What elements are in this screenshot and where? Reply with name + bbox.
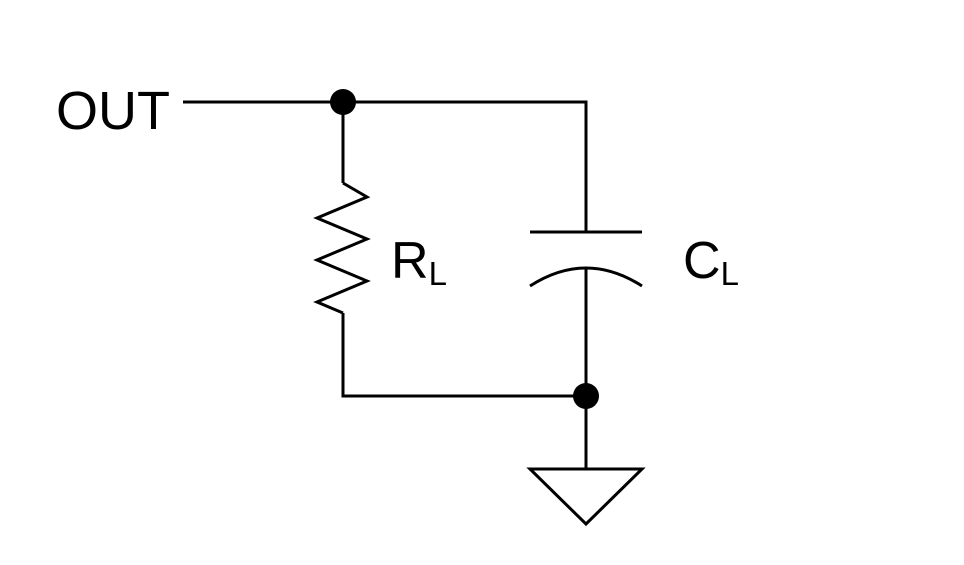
bottom-junction-dot [573, 383, 599, 409]
resistor-symbol [313, 181, 371, 315]
output-wire [183, 100, 588, 232]
resistor-label-subscript: L [429, 255, 447, 292]
resistor-label: RL [391, 232, 447, 292]
capacitor-label-symbol: C [683, 232, 721, 290]
resistor-label-symbol: R [391, 232, 429, 290]
capacitor-label-subscript: L [721, 255, 739, 292]
capacitor-label: CL [683, 232, 739, 292]
ground-icon [526, 467, 646, 527]
out-label: OUT [56, 81, 170, 141]
resistor-bottom-wire [341, 313, 586, 398]
